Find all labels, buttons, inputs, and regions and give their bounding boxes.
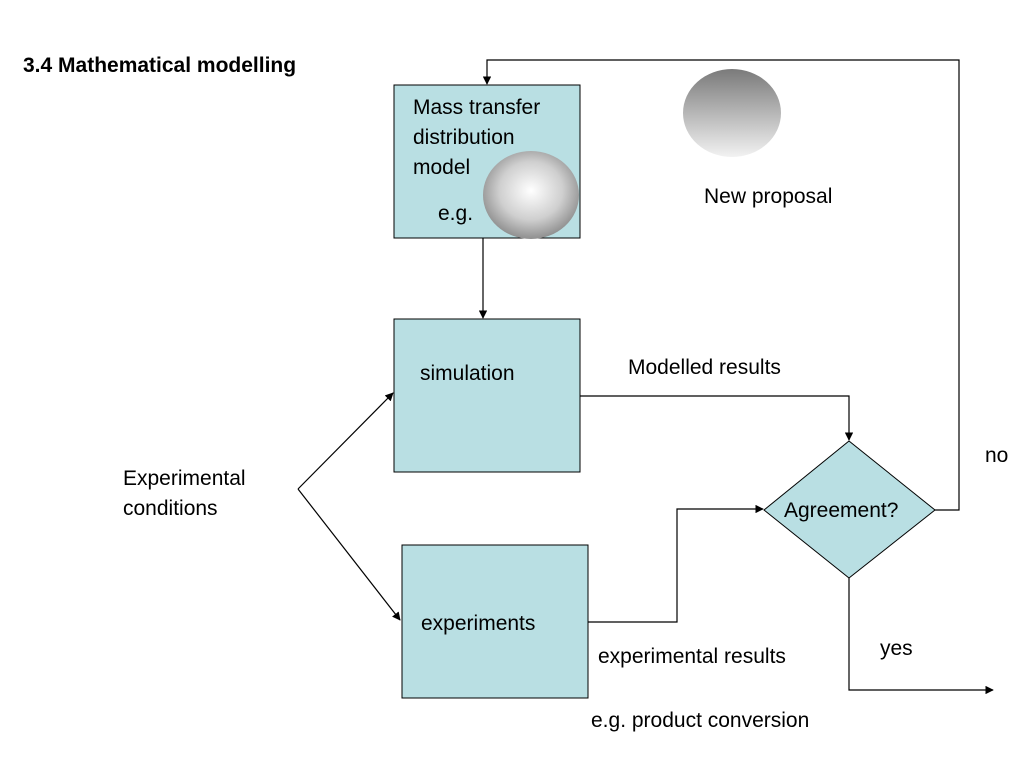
model-box-label-line3: model [413,156,471,179]
modelled-results-label: Modelled results [628,356,781,379]
new-proposal-label: New proposal [704,185,833,208]
sphere-image-light [483,151,579,239]
experimental-conditions-label-line2: conditions [123,497,218,520]
simulation-label: simulation [420,362,515,385]
sphere-image-dark [683,69,781,157]
model-box-label-line2: distribution [413,126,515,149]
slide-title: 3.4 Mathematical modelling [23,54,297,77]
no-label: no [985,444,1009,467]
model-box-label-line1: Mass transfer [413,96,541,119]
arrow-conditions-to-simulation [297,392,394,490]
arrow-no-feedback-loop [482,59,960,511]
model-box-example-label: e.g. [438,202,474,225]
simulation-box [393,318,581,473]
arrow-conditions-to-experiments [297,488,401,621]
yes-label: yes [880,637,913,660]
arrow-simulation-to-agreement [580,395,854,441]
experimental-results-label: experimental results [598,645,786,668]
product-conversion-label: e.g. product conversion [591,709,810,732]
agreement-label: Agreement? [784,499,899,522]
experimental-conditions-label-line1: Experimental [123,467,246,490]
arrow-yes-exit [848,578,994,695]
experiments-label: experiments [421,612,536,635]
arrow-experiments-to-agreement [588,504,764,623]
